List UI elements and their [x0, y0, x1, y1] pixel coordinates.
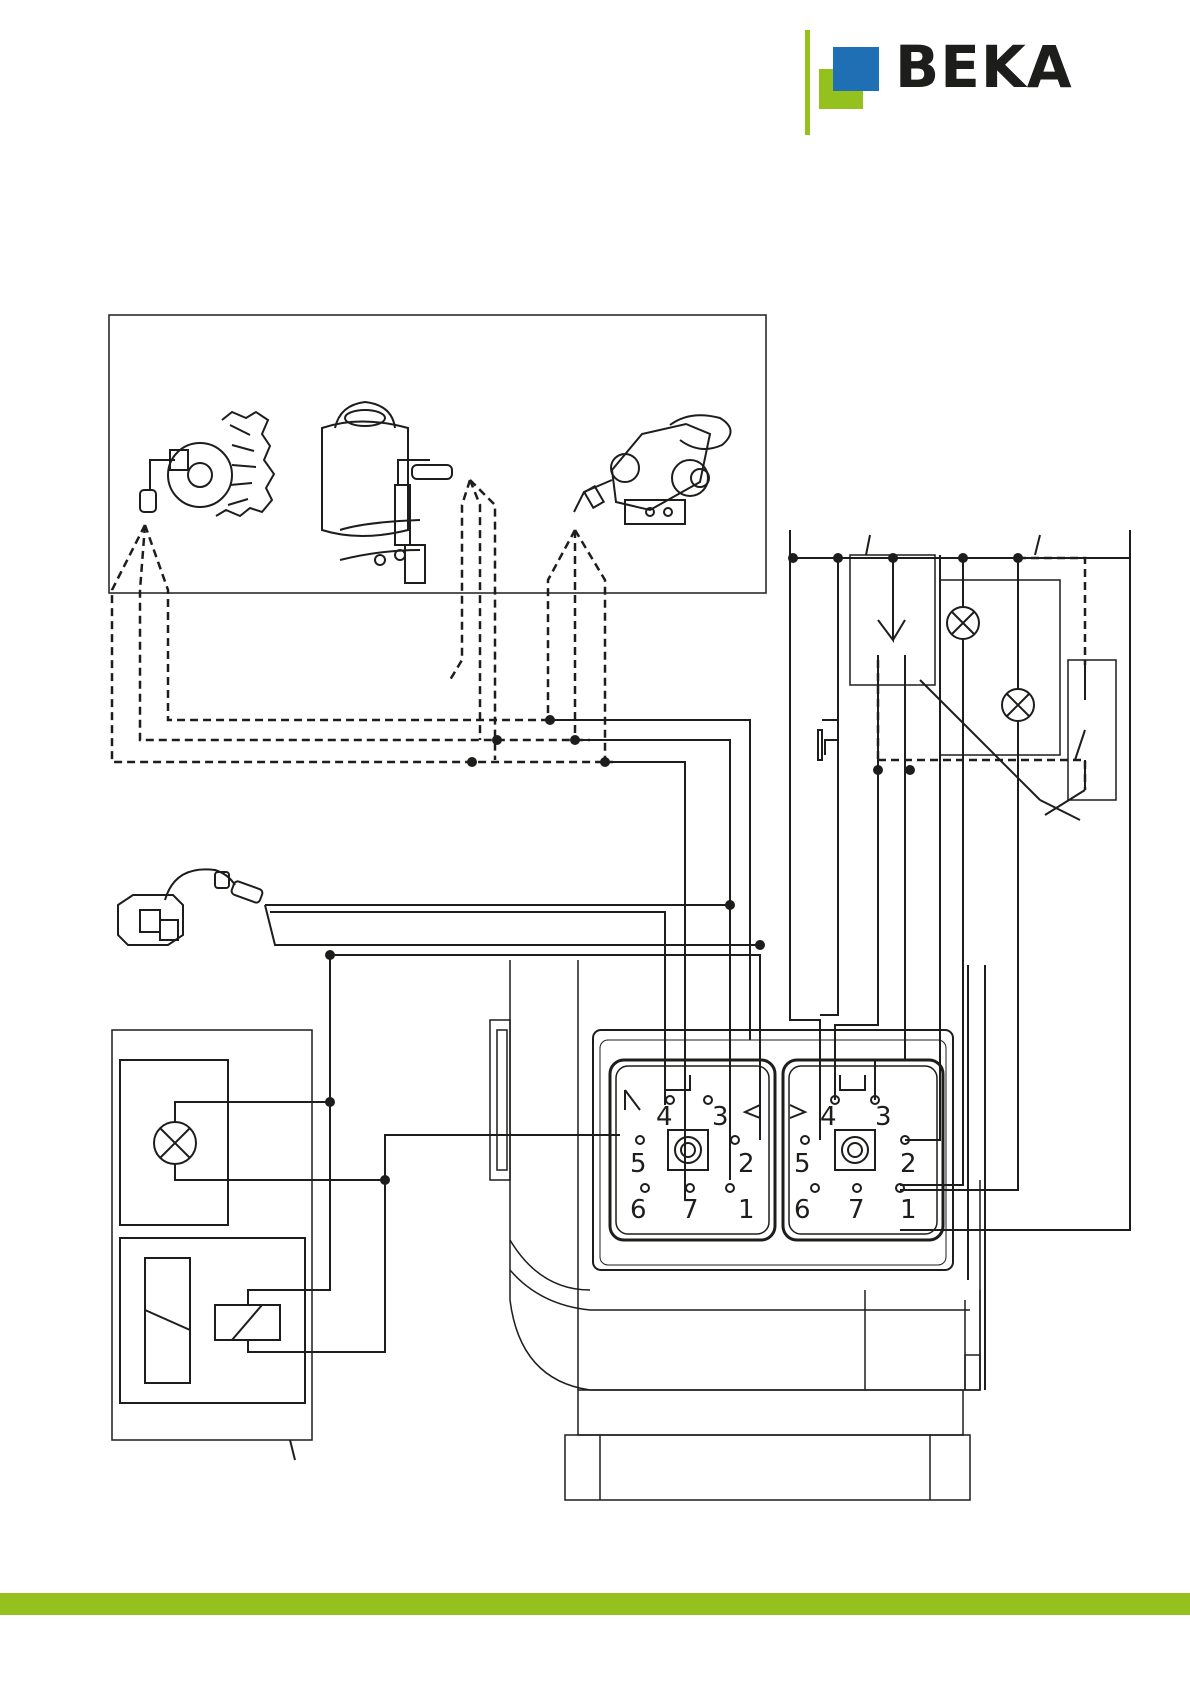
- right-pin-7: 7: [848, 1195, 865, 1225]
- control-box: [112, 1030, 312, 1440]
- footer-bar: [0, 1593, 1190, 1615]
- components-frame: [109, 315, 766, 593]
- left-pin-7: 7: [682, 1195, 699, 1225]
- right-pin-2: 2: [900, 1149, 917, 1179]
- left-pin-2: 2: [738, 1149, 755, 1179]
- right-pin-4: 4: [820, 1102, 837, 1132]
- left-pin-labels: 4 3 5 2 6 7 1: [630, 1102, 755, 1225]
- right-pin-3: 3: [875, 1102, 892, 1132]
- divider-block-icon: [574, 415, 731, 524]
- left-pin-5: 5: [630, 1149, 647, 1179]
- left-pin-6: 6: [630, 1195, 647, 1225]
- left-pin-3: 3: [712, 1102, 729, 1132]
- divider-block-icon: [118, 869, 263, 945]
- left-pin-4: 4: [656, 1102, 673, 1132]
- grease-reservoir-icon: [322, 402, 452, 583]
- left-pin-1: 1: [738, 1195, 755, 1225]
- pushbutton-icon: [818, 730, 822, 760]
- right-pin-6: 6: [794, 1195, 811, 1225]
- right-pin-5: 5: [794, 1149, 811, 1179]
- right-pin-1: 1: [900, 1195, 917, 1225]
- gear-pump-icon: [140, 412, 274, 516]
